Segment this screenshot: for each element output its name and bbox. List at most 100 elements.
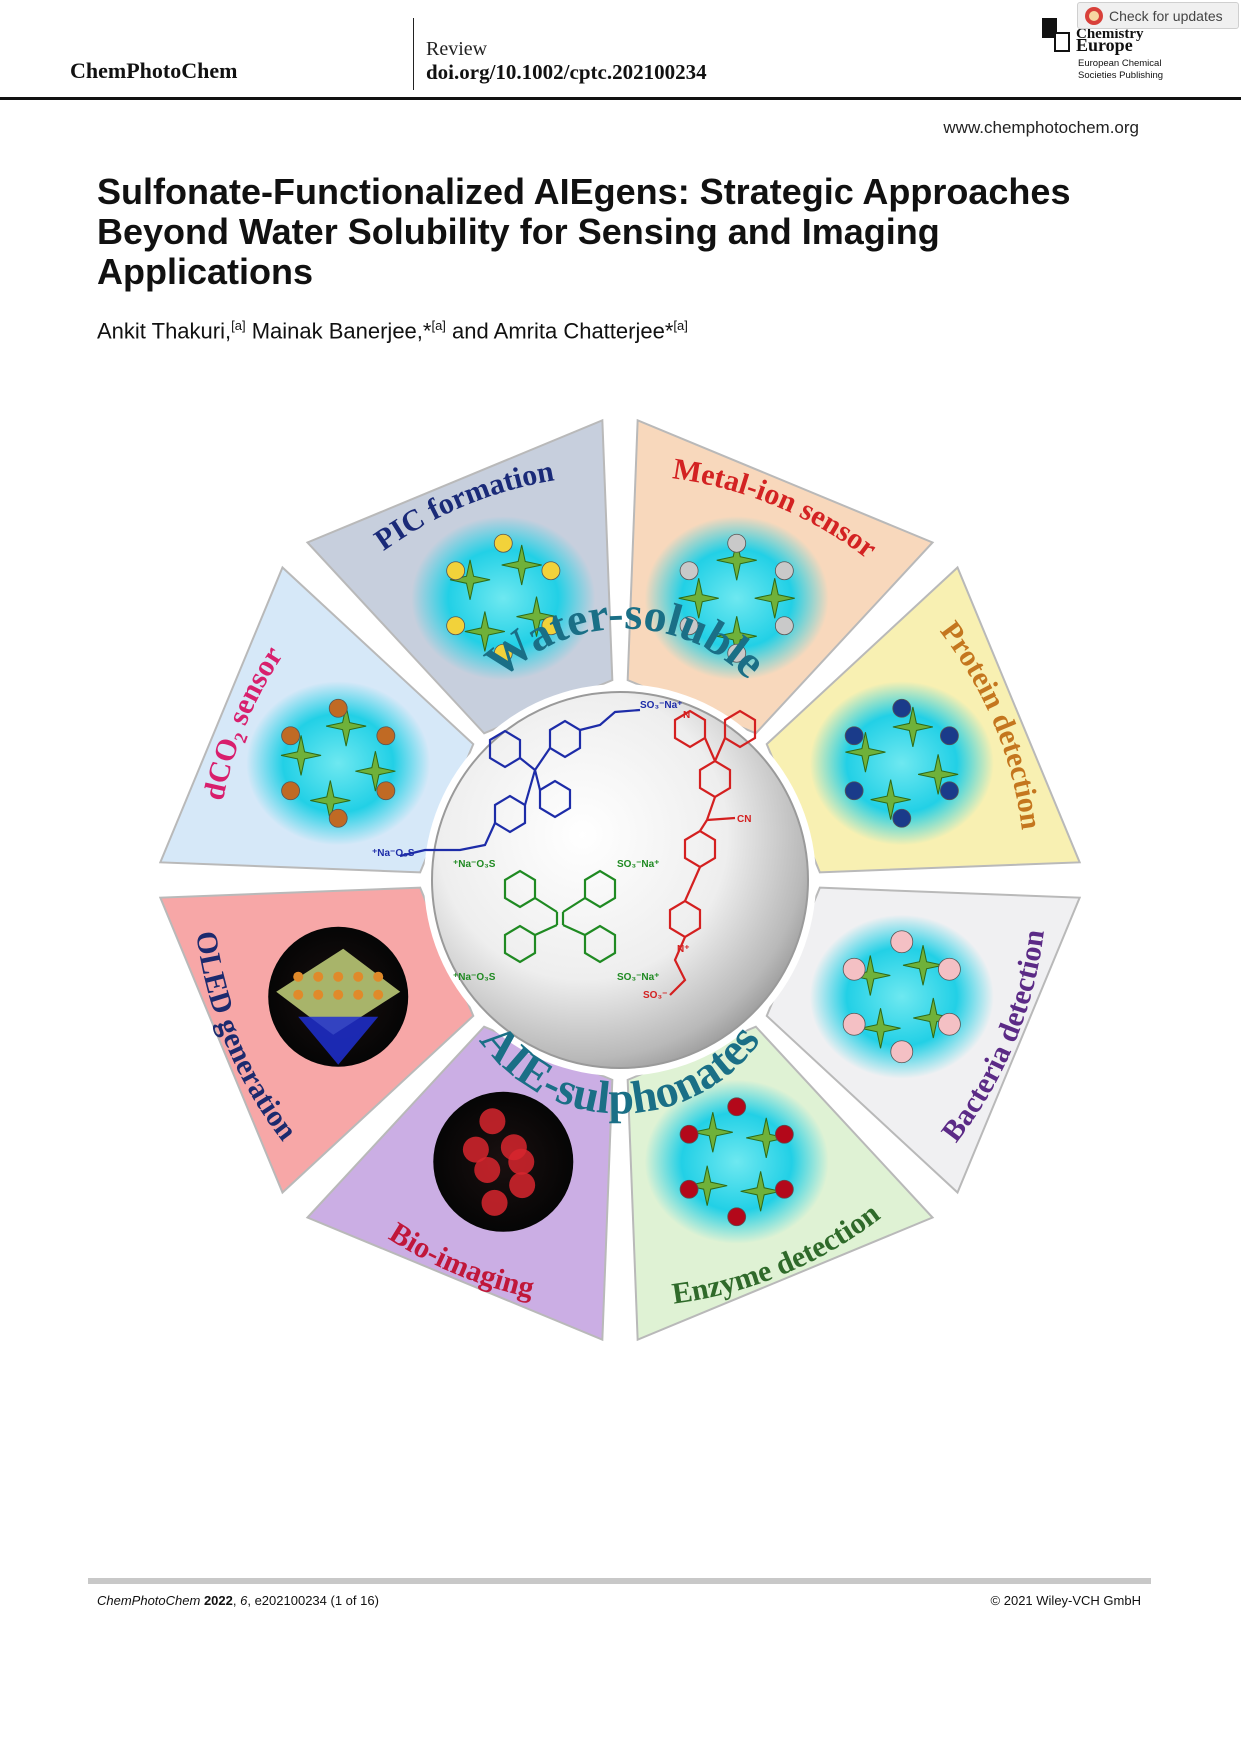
star-marker xyxy=(913,997,954,1039)
particle xyxy=(679,1179,699,1199)
bubbles-layer xyxy=(246,516,994,1244)
footer-rule xyxy=(88,1578,1151,1584)
publisher-name-line2: Europe xyxy=(1076,35,1133,55)
illustration-glow xyxy=(411,516,596,681)
molecule-label: ⁺Na⁻O₃S xyxy=(372,848,415,859)
author-name: Mainak Banerjee,* xyxy=(245,318,432,344)
cell xyxy=(462,1136,489,1163)
star-marker xyxy=(902,945,944,986)
molecule-label: SO₃⁻Na⁺ xyxy=(617,972,659,983)
molecule-label: CN xyxy=(737,814,751,825)
illustration-glow xyxy=(809,914,994,1079)
oled-dot xyxy=(353,971,364,982)
star-marker xyxy=(918,754,959,795)
particle xyxy=(940,781,959,801)
title-line: Applications xyxy=(97,251,314,292)
illustration-glow xyxy=(246,681,431,846)
publisher-subtitle-2: Societies Publishing xyxy=(1078,70,1164,81)
publisher-name-line1: Chemistry xyxy=(1076,26,1144,42)
star-marker xyxy=(754,578,795,619)
particle xyxy=(774,1179,794,1199)
particle xyxy=(493,643,513,663)
molecule-label: N⁺ xyxy=(677,944,690,955)
star-marker xyxy=(449,559,491,600)
oled-dot xyxy=(293,971,304,982)
particle xyxy=(890,1040,914,1064)
footer-copyright: © 2021 Wiley-VCH GmbH xyxy=(990,1593,1141,1608)
star-marker xyxy=(280,735,322,776)
particle xyxy=(938,1012,961,1036)
molecule-label: ⁺Na⁻O₃S xyxy=(453,972,496,983)
chemistry-europe-logo-icon xyxy=(1042,18,1070,52)
oled-base xyxy=(298,1016,379,1065)
footer-citation: ChemPhotoChem 2022, 6, e202100234 (1 of … xyxy=(97,1593,379,1608)
oled-dot xyxy=(353,989,364,1000)
affiliation-mark: [a] xyxy=(231,318,246,333)
footer-journal: ChemPhotoChem xyxy=(97,1593,201,1608)
particle xyxy=(727,643,747,663)
star-marker xyxy=(845,732,886,773)
particle xyxy=(679,616,699,636)
star-marker xyxy=(464,611,505,652)
footer-article-no: e202100234 (1 of 16) xyxy=(254,1593,379,1608)
check-for-updates-button[interactable]: Check for updates xyxy=(1077,2,1239,29)
author-name: and Amrita Chatterjee* xyxy=(445,318,674,344)
doi-link[interactable]: doi.org/10.1002/cptc.202100234 xyxy=(426,60,707,84)
particle xyxy=(890,930,914,954)
star-marker xyxy=(326,706,367,747)
particle xyxy=(541,616,561,636)
author-name: Ankit Thakuri, xyxy=(97,318,232,344)
illustration-glow xyxy=(644,1079,829,1244)
particle xyxy=(727,533,747,553)
oled-dot xyxy=(293,989,304,1000)
title-line: Sulfonate-Functionalized AIEgens: Strate… xyxy=(97,171,1071,212)
particle xyxy=(446,616,466,636)
molecule-label: SO₃⁻Na⁺ xyxy=(617,859,659,870)
particle xyxy=(328,698,348,718)
center-sphere xyxy=(431,691,809,1069)
oled-dot xyxy=(333,971,344,982)
cell xyxy=(481,1189,508,1216)
molecule-label: ⁺Na⁻O₃S xyxy=(453,859,496,870)
cell xyxy=(509,1172,536,1199)
affiliation-mark: [a] xyxy=(673,318,688,333)
cell xyxy=(479,1108,506,1135)
footer-volume: 6 xyxy=(240,1593,248,1608)
particle xyxy=(493,533,513,553)
particle xyxy=(940,726,959,746)
star-marker xyxy=(746,1117,787,1158)
author-list: Ankit Thakuri,[a] Mainak Banerjee,*[a] a… xyxy=(97,318,688,344)
particle xyxy=(774,561,794,581)
particle xyxy=(446,561,466,581)
oled-dot xyxy=(373,989,384,1000)
particle xyxy=(679,561,699,581)
oled-dot xyxy=(313,971,324,982)
molecule-structure xyxy=(399,708,757,996)
particle xyxy=(727,1097,747,1117)
oled-dot xyxy=(373,971,384,982)
star-marker xyxy=(516,596,557,637)
check-for-updates-label: Check for updates xyxy=(1109,8,1223,24)
star-marker xyxy=(870,779,911,820)
journal-name: ChemPhotoChem xyxy=(70,58,238,83)
molecule-label: SO₃⁻Na⁺ xyxy=(640,700,682,711)
particle xyxy=(679,1124,699,1144)
particle xyxy=(541,561,561,581)
particle xyxy=(774,1124,794,1144)
star-marker xyxy=(355,751,396,792)
particle xyxy=(892,698,912,718)
molecule-label: SO₃⁻ xyxy=(643,990,667,1001)
footer-year: 2022 xyxy=(203,1593,233,1608)
article-title: Sulfonate-Functionalized AIEgens: Strate… xyxy=(97,172,1097,292)
star-marker xyxy=(501,544,542,586)
journal-url[interactable]: www.chemphotochem.org xyxy=(943,118,1139,137)
illustration-circle xyxy=(433,1091,574,1232)
particle xyxy=(842,957,866,981)
header-separator xyxy=(413,18,414,90)
oled-dot xyxy=(313,989,324,1000)
star-marker xyxy=(892,706,933,748)
particle xyxy=(844,781,864,801)
particle xyxy=(376,781,396,801)
affiliation-mark: [a] xyxy=(431,318,446,333)
